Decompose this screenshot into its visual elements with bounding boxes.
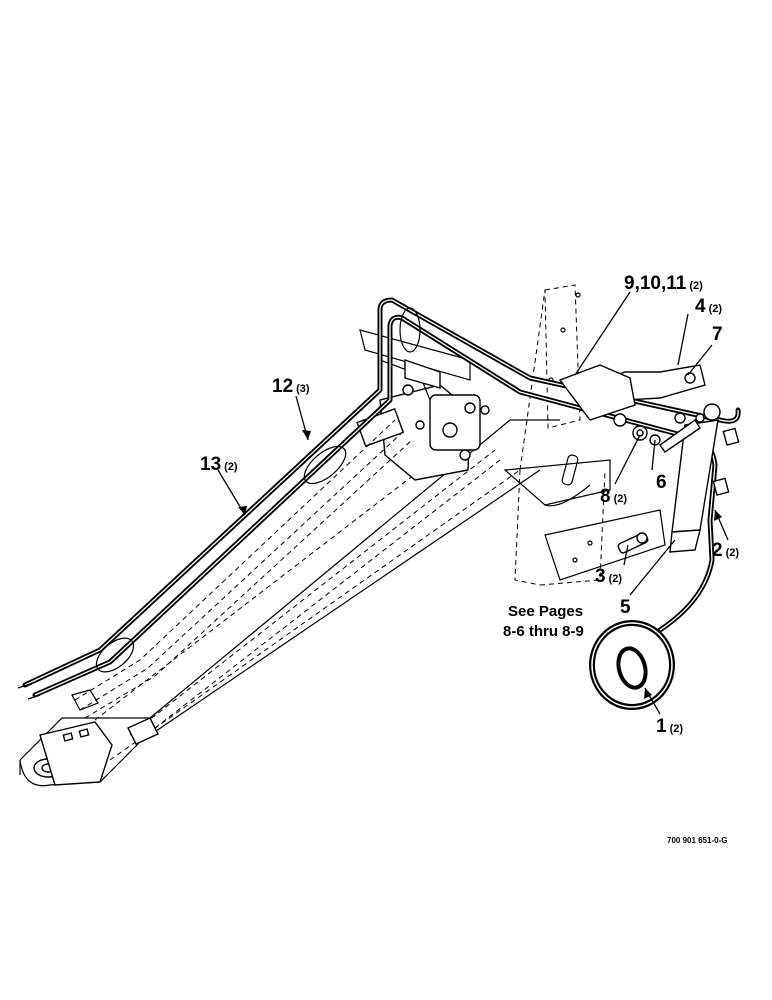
callout-labels: 1(2) 2(2) 3(2) 4(2) 5 6 7 8(2) 9,10,11(2… [200, 273, 739, 737]
leader-lines [217, 291, 729, 715]
callout-7: 7 [712, 324, 723, 345]
callout-13: 13(2) [200, 454, 238, 475]
hose-12-bundle [71, 419, 413, 719]
callout-4: 4(2) [695, 296, 722, 317]
callout-6: 6 [656, 472, 667, 493]
callout-2: 2(2) [712, 540, 739, 561]
callout-9-10-11: 9,10,11(2) [624, 273, 703, 294]
see-pages-note: See Pages 8-6 thru 8-9 [503, 603, 584, 640]
callout-5: 5 [620, 597, 631, 618]
coiled-hose-1 [589, 620, 675, 710]
bushing [127, 717, 159, 745]
pin-3 [617, 532, 649, 554]
see-pages-line1: See Pages [508, 603, 583, 620]
callout-12: 12(3) [272, 376, 310, 397]
pivot-link [558, 364, 706, 453]
callout-1: 1(2) [656, 716, 683, 737]
document-id: 700 901 651-0-G [667, 836, 728, 845]
callout-8: 8(2) [600, 486, 627, 507]
hose-clamps [95, 307, 421, 673]
mount-plate [544, 509, 666, 581]
lift-cylinder [669, 403, 740, 553]
hose-13-pair [17, 297, 741, 700]
callout-3: 3(2) [595, 566, 622, 587]
swivel-gearbox [356, 329, 490, 481]
see-pages-line2: 8-6 thru 8-9 [503, 623, 584, 640]
